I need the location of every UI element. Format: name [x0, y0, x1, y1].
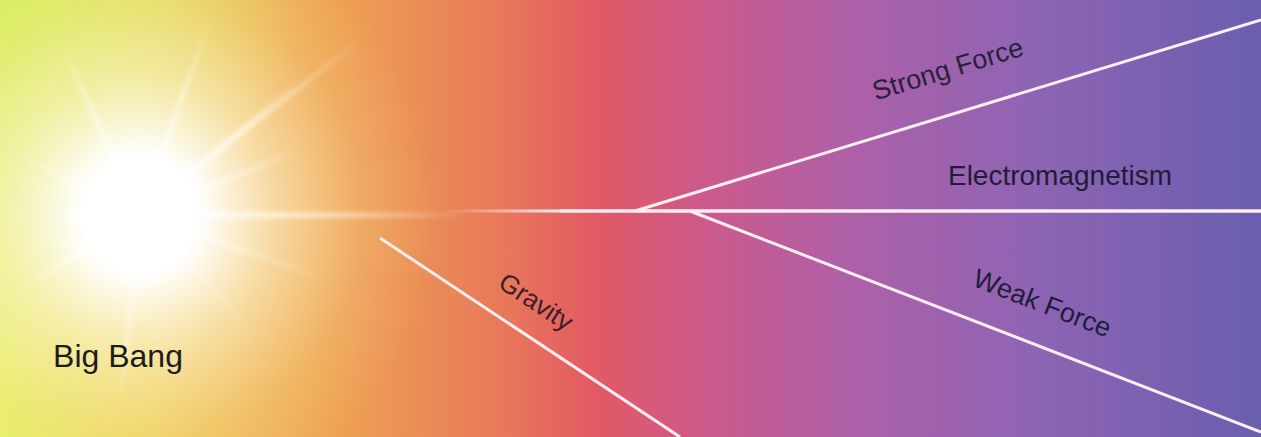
event-label: Big Bang [53, 339, 183, 374]
force-label: Gravity [494, 267, 578, 336]
force-label: Weak Force [969, 264, 1115, 344]
strong-force-line [635, 20, 1261, 211]
burst-glow [0, 0, 700, 437]
force-label: Strong Force [869, 33, 1027, 107]
electromagnetism-line [445, 210, 1261, 213]
burst-core [80, 155, 200, 275]
force-label: Electromagnetism [948, 161, 1172, 192]
gravity-line [380, 238, 680, 437]
electromagnetism-line [560, 210, 1261, 213]
weak-force-line [690, 211, 1261, 432]
